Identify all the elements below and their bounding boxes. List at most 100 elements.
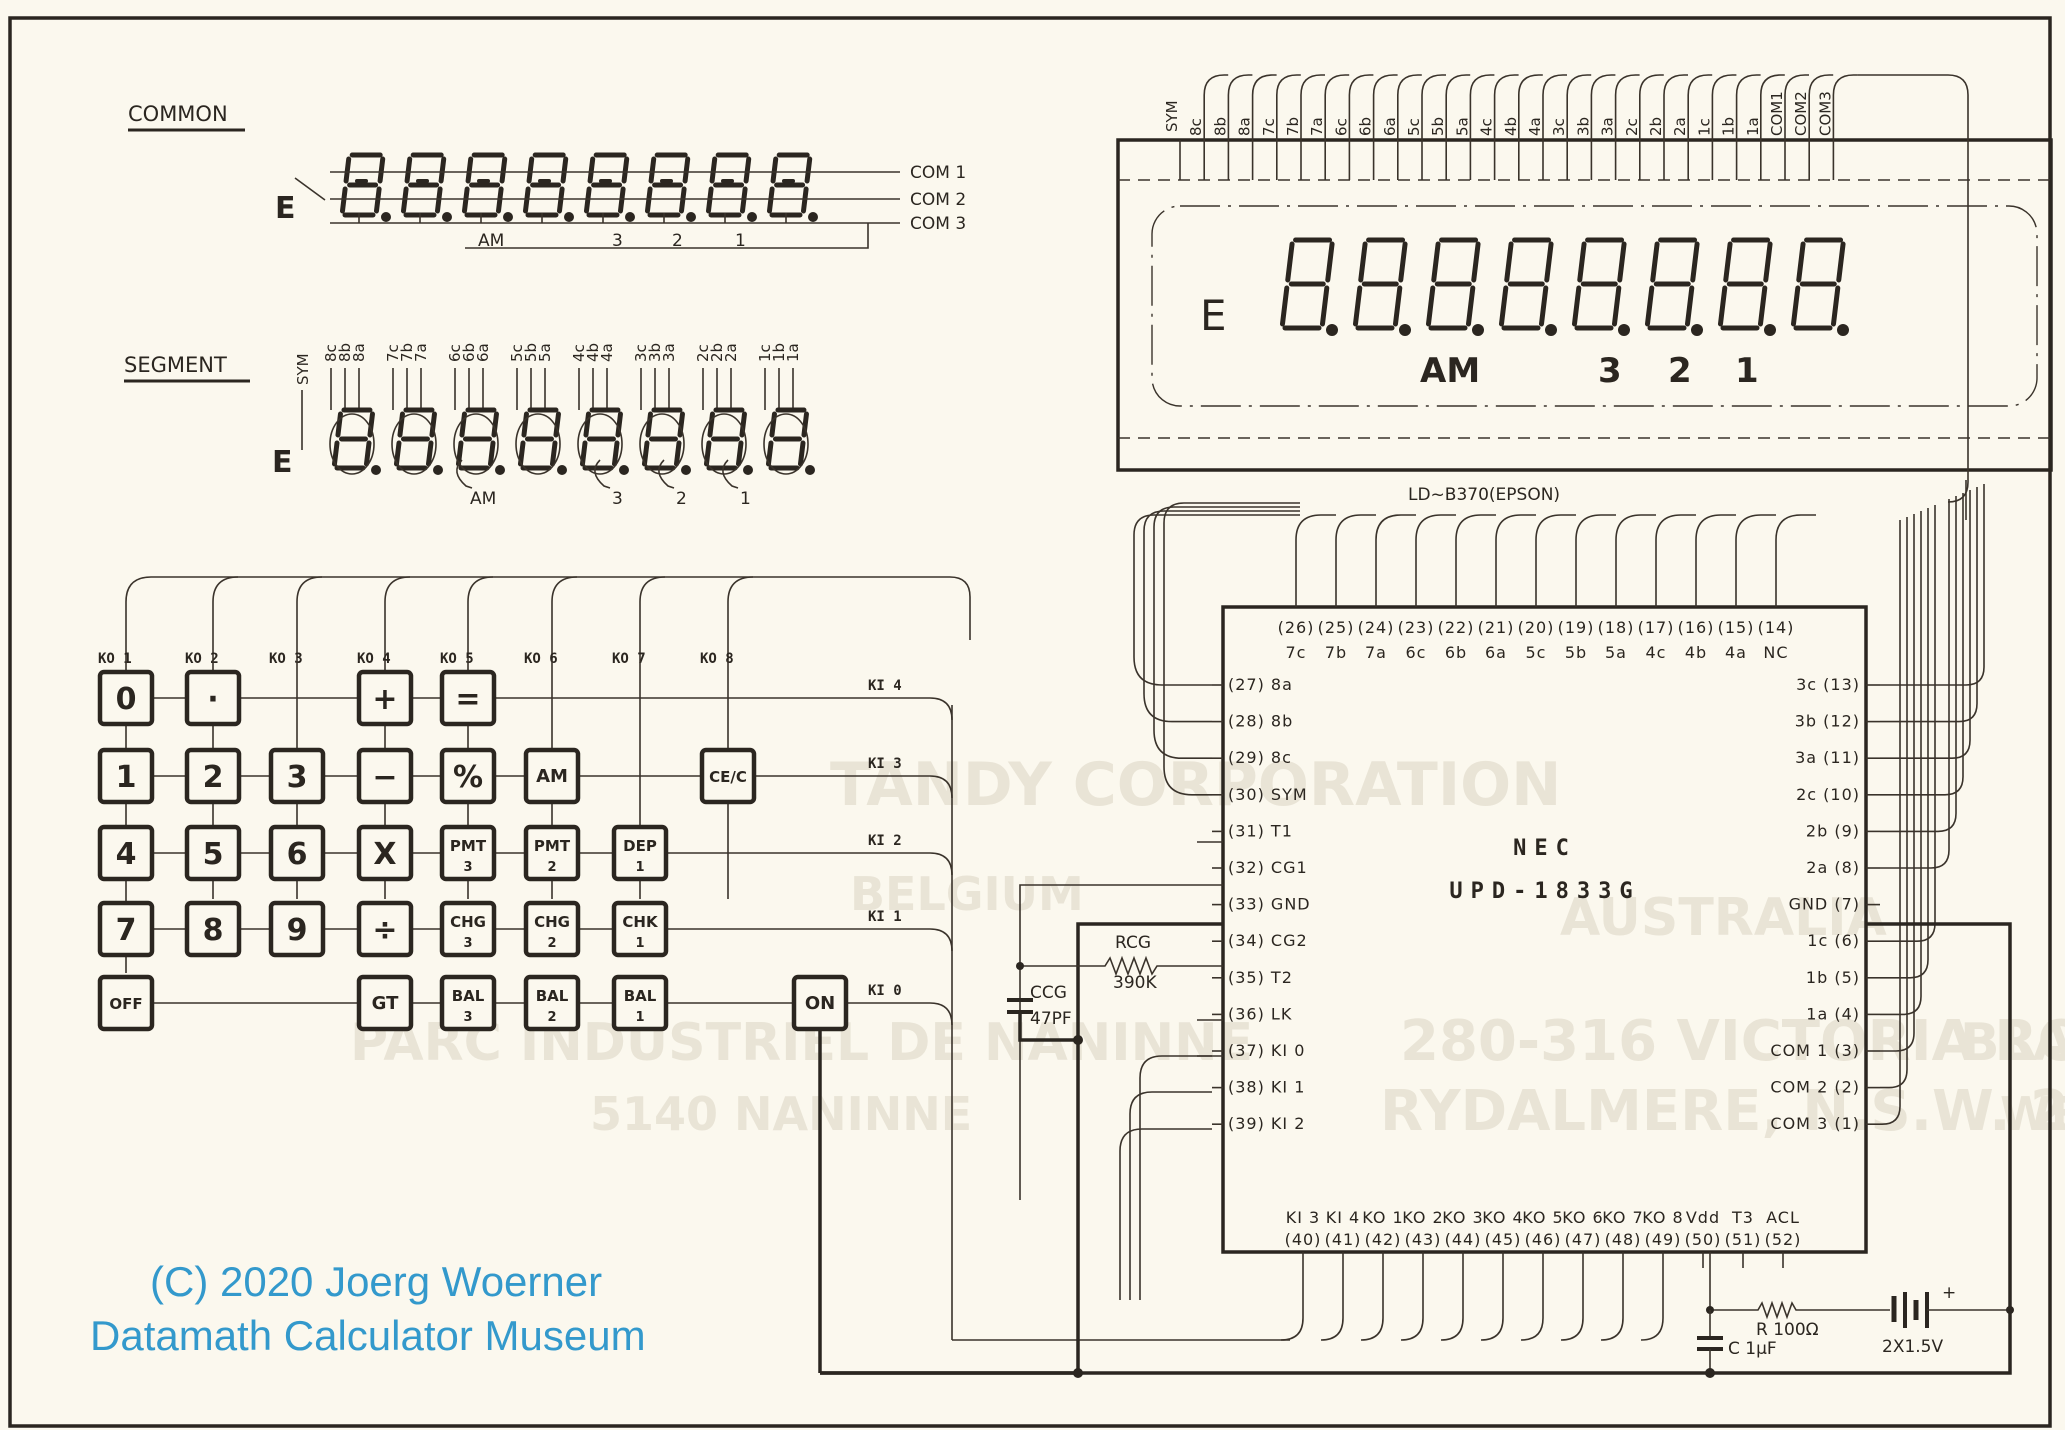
digit-segment: [1757, 285, 1768, 327]
bus-wire: [1880, 487, 1978, 723]
key-7-button[interactable]: 7: [97, 900, 155, 958]
key-body: [97, 669, 155, 727]
digit-segment: [1398, 241, 1408, 283]
cg1-wire: [1019, 884, 1223, 1200]
lcd-pin-route: [1493, 74, 1519, 140]
chip-pin-name: Vdd: [1686, 1208, 1720, 1227]
key-x-button[interactable]: X: [356, 824, 414, 882]
lcd-pin-label: COM3: [1816, 91, 1834, 136]
lcd-pin-route: [1590, 74, 1616, 140]
key--button[interactable]: =: [439, 669, 497, 727]
segment-error-symbol: E: [272, 445, 293, 480]
com3-label: COM 3: [910, 214, 966, 234]
bus-wire: [1320, 1268, 1344, 1341]
key--button[interactable]: −: [356, 747, 414, 805]
key-9-button[interactable]: 9: [268, 900, 326, 958]
lcd-pin-route: [1784, 74, 1809, 140]
digit-segment: [1358, 241, 1368, 283]
rcg-value: 390K: [1113, 973, 1157, 993]
key-body: [268, 747, 326, 805]
key-gt-button[interactable]: GT: [356, 974, 414, 1032]
key-body: [268, 900, 326, 958]
key-body: [356, 747, 414, 805]
key-cec-button[interactable]: CE/C: [699, 747, 757, 805]
annunciator-leader: [594, 459, 611, 489]
chip-pin-number: (17): [1638, 618, 1675, 637]
ki-label: KI 0: [868, 983, 902, 999]
lcd-pin-route: [1445, 74, 1471, 140]
digit-segment: [583, 411, 591, 438]
chip-left-pin: (31) T1: [1228, 821, 1293, 840]
digit-segment: [617, 186, 626, 214]
segment-annunciator-3: 3: [612, 489, 623, 509]
decimal-point: [681, 465, 691, 475]
digit-segment: [1279, 285, 1290, 327]
key-5-button[interactable]: 5: [184, 824, 242, 882]
key-am-button[interactable]: AM: [523, 747, 581, 805]
key-8-button[interactable]: 8: [184, 900, 242, 958]
key-label: 5: [203, 837, 224, 872]
digit-segment: [521, 411, 529, 438]
digit-segment: [1577, 241, 1587, 283]
key-sublabel: 3: [463, 860, 472, 875]
decimal-point: [1472, 324, 1484, 336]
key-body: [611, 900, 669, 958]
key-4-button[interactable]: 4: [97, 824, 155, 882]
digit-segment: [377, 156, 386, 184]
key-1-button[interactable]: 1: [97, 747, 155, 805]
lcd-outline: [1116, 138, 2053, 472]
lcd-pin-route: [1251, 74, 1277, 140]
bus-wire: [1640, 1268, 1664, 1341]
lcd-viewing-area: [1151, 205, 2038, 407]
key-6-button[interactable]: 6: [268, 824, 326, 882]
chip-pin-name: 7a: [1365, 643, 1387, 662]
digit-segment: [526, 156, 535, 184]
key-0-button[interactable]: 0: [97, 669, 155, 727]
key-label: 9: [287, 913, 308, 948]
digit-segment: [765, 440, 774, 467]
key--button[interactable]: ÷: [356, 900, 414, 958]
ko-label: KO 4: [357, 651, 391, 667]
lcd-pin-route: [1711, 74, 1737, 140]
decimal-point: [1326, 324, 1338, 336]
digit-segment: [367, 411, 375, 438]
bus-wire: [1153, 506, 1300, 759]
key--button[interactable]: +: [356, 669, 414, 727]
bus-wire: [1735, 514, 1776, 587]
lcd-pin-label: 6b: [1357, 117, 1375, 136]
key-2-button[interactable]: 2: [184, 747, 242, 805]
key-body: [184, 669, 242, 727]
digit-segment: [797, 440, 806, 467]
key--button[interactable]: ·: [184, 669, 242, 727]
ghost-text: AUSTRALIA: [1560, 888, 1887, 948]
bus-wire: [1280, 1268, 1304, 1341]
lcd-pin-label: 7a: [1308, 117, 1326, 136]
segment-pin-label: 2b: [708, 343, 726, 362]
segment-group-outline: [639, 413, 685, 475]
chip-pin-number: (42): [1365, 1230, 1402, 1249]
annunciator-leader: [456, 459, 473, 489]
chip-left-pin: (36) LK: [1228, 1004, 1292, 1023]
key-label: ÷: [372, 913, 397, 948]
decimal-point: [625, 212, 635, 222]
key-on-button[interactable]: ON: [791, 974, 849, 1032]
chip-pin-number: (26): [1278, 618, 1315, 637]
digit-segment: [393, 440, 402, 467]
key-3-button[interactable]: 3: [268, 747, 326, 805]
ko-label: KO 3: [269, 651, 303, 667]
common-error-symbol: E: [275, 191, 296, 226]
segment-pin-label: 5c: [508, 344, 526, 362]
chip-right-pin: COM 2 (2): [1770, 1078, 1860, 1097]
key--button[interactable]: %: [439, 747, 497, 805]
key-off-button[interactable]: OFF: [97, 974, 155, 1032]
